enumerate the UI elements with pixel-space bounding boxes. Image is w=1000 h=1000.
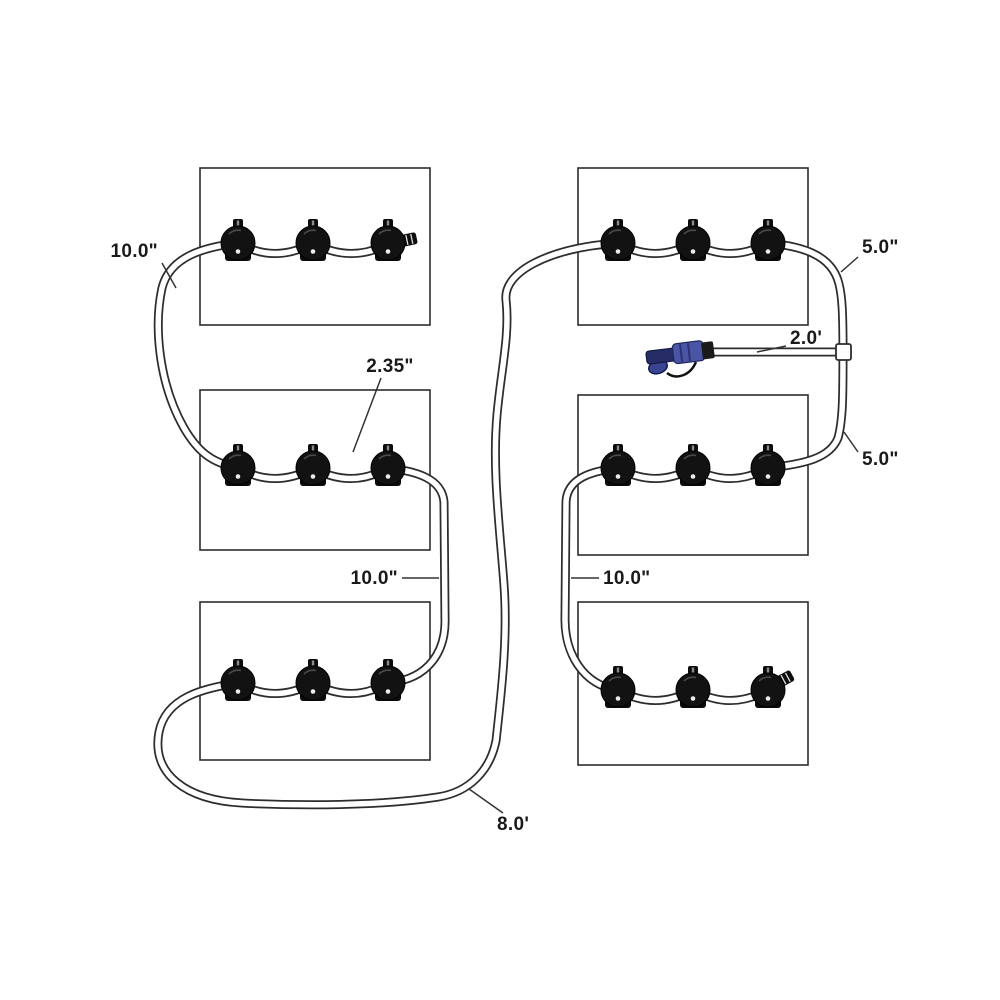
leader-bottom-run bbox=[468, 788, 504, 814]
body-ridge bbox=[686, 343, 692, 362]
leader-loop-top-left bbox=[161, 262, 177, 289]
leader-riser-mid-right bbox=[843, 431, 859, 453]
label-nozzle-spacing: 2.35" bbox=[366, 356, 414, 377]
label-bottom-run: 8.0' bbox=[497, 814, 529, 835]
quick-connect-assembly bbox=[645, 340, 715, 378]
leader-inlet-extension bbox=[756, 345, 787, 353]
tee-fitting bbox=[835, 343, 852, 361]
dimension-labels: 10.0" 2.35" 5.0" 2.0' 5.0" 10.0" 10.0" 8… bbox=[111, 237, 899, 835]
leader-nozzle-spacing bbox=[352, 377, 382, 453]
label-riser-top-right: 5.0" bbox=[862, 237, 899, 258]
label-drop-right: 10.0" bbox=[603, 568, 651, 589]
label-inlet-extension: 2.0' bbox=[790, 328, 822, 349]
connector-collar bbox=[701, 341, 715, 360]
leader-riser-top-right bbox=[840, 256, 859, 273]
label-drop-left: 10.0" bbox=[351, 568, 399, 589]
cap-lanyard bbox=[666, 361, 698, 378]
label-loop-top-left: 10.0" bbox=[111, 241, 159, 262]
body-ridge bbox=[678, 344, 684, 363]
leader-lines bbox=[161, 256, 859, 814]
label-riser-mid-right: 5.0" bbox=[862, 449, 899, 470]
